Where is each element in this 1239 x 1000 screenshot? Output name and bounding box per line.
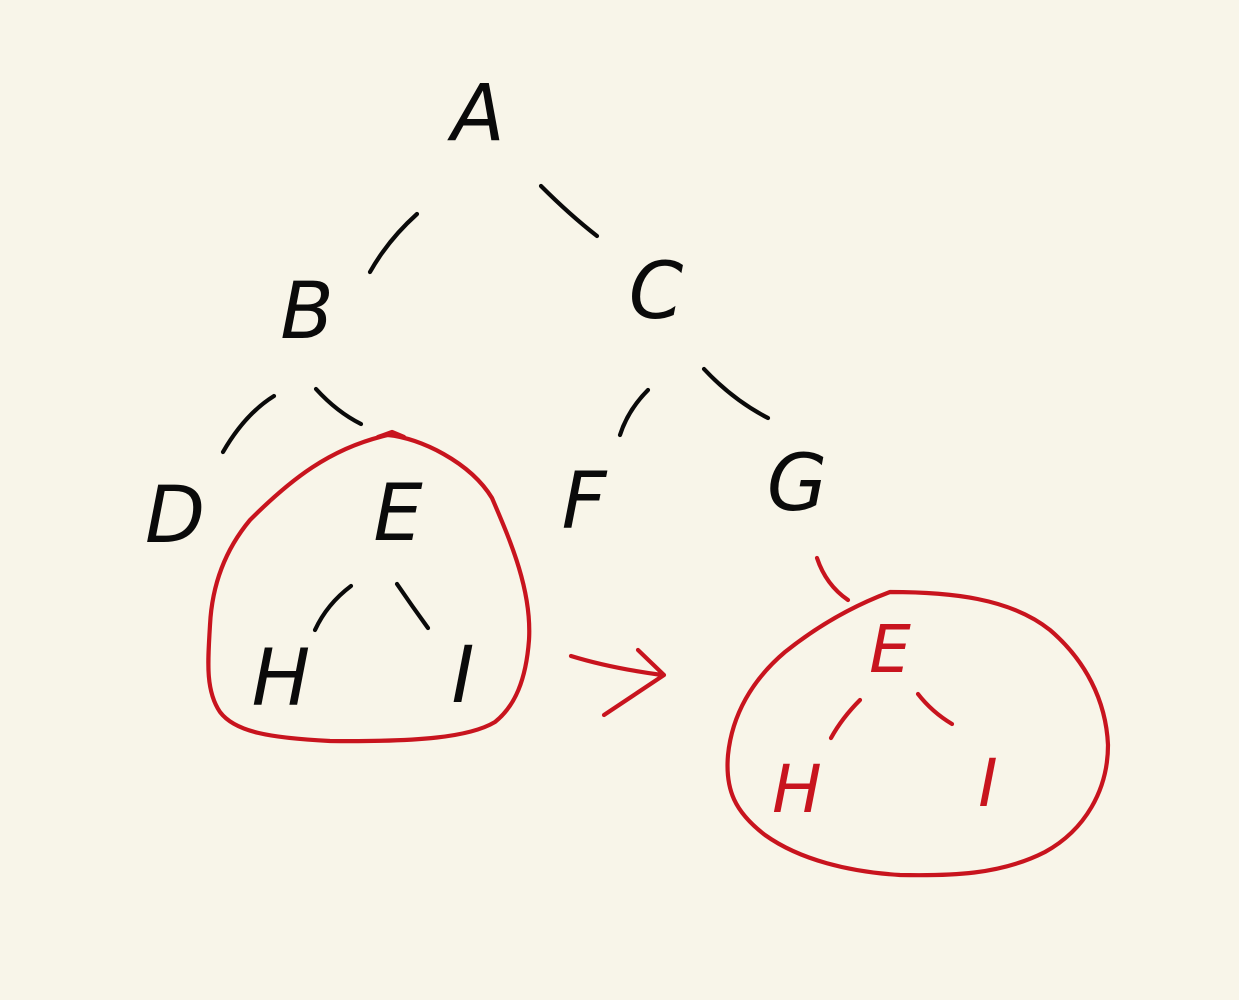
edge-e-i <box>394 581 431 631</box>
arrow-head <box>601 647 667 718</box>
node-f: F <box>562 457 608 547</box>
edge-b-d <box>220 393 277 455</box>
node-a: A <box>446 69 504 159</box>
arrow-shaft <box>568 653 665 678</box>
edge-moved-e-h <box>828 697 863 741</box>
subtree-circle-original <box>206 432 532 744</box>
moved-subtree-nodes: E H I <box>772 611 998 828</box>
edge-b-e <box>313 386 364 427</box>
node-e: E <box>373 469 423 559</box>
node-b: B <box>280 267 334 357</box>
edge-moved-e-i <box>915 691 955 727</box>
moved-subtree-edges <box>828 691 955 741</box>
edge-a-b <box>367 211 420 275</box>
moved-node-h: H <box>772 751 822 828</box>
subtree-circle-moved <box>725 589 1111 878</box>
node-i: I <box>451 631 474 721</box>
node-c: C <box>629 247 684 337</box>
edge-g-e-moved <box>814 555 851 603</box>
tree-nodes: A B C D E F G H I <box>145 69 827 724</box>
node-g: G <box>767 439 827 529</box>
tree-edges <box>220 183 771 633</box>
edge-c-f <box>617 387 651 438</box>
edge-c-g <box>701 366 771 421</box>
subtree-circle-start-tick <box>375 429 407 440</box>
edge-e-h <box>312 583 354 633</box>
moved-node-e: E <box>869 611 911 688</box>
node-h: H <box>252 634 311 724</box>
moved-node-i: I <box>978 745 997 822</box>
move-arrow <box>568 647 667 718</box>
node-d: D <box>145 471 205 561</box>
edge-a-c <box>538 183 600 239</box>
